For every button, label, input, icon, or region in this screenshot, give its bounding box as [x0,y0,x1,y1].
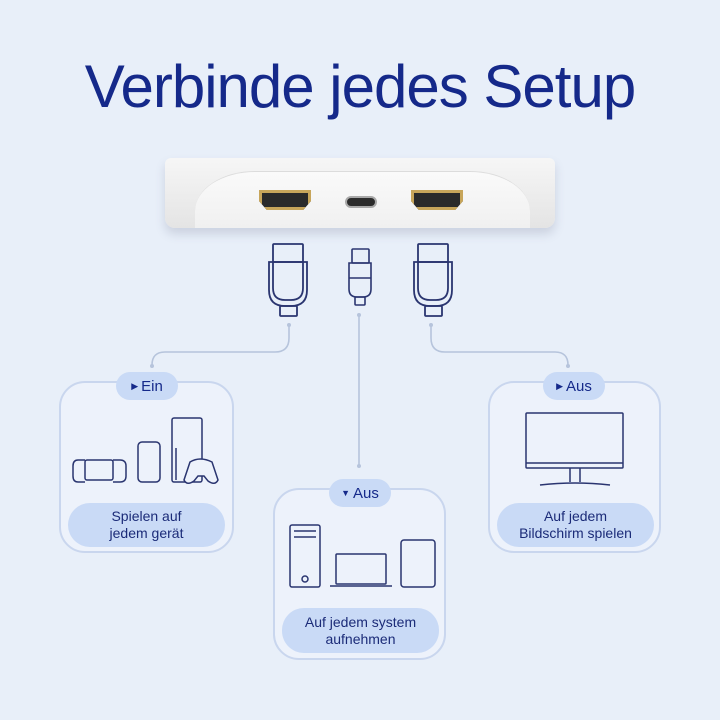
badge-label: Aus [353,484,379,502]
connector-line-in [151,325,290,366]
laptop-icon [330,553,392,587]
tablet-icon [400,539,436,588]
connector-line-out [430,325,569,366]
caption-line: aufnehmen [325,630,396,647]
record-badge: ▼ Aus [329,479,391,507]
smartphone-icon [137,441,161,483]
hdmi-in-port [259,190,311,210]
monitor-icon [525,412,624,486]
hdmi-cable-icon [268,243,308,317]
handheld-console-icon [72,459,127,483]
triangle-right-icon: ▶ [556,380,564,391]
caption-line: jedem gerät [109,525,184,541]
caption-line: Bildschirm spielen [519,525,632,541]
badge-label: Aus [566,377,592,395]
page-title: Verbinde jedes Setup [84,53,636,120]
pc-tower-icon [289,524,321,588]
hdmi-out-port [411,190,463,210]
caption-line: Auf jedem system [304,613,417,630]
triangle-right-icon: ▶ [131,380,139,391]
triangle-down-icon: ▼ [341,488,351,498]
hdmi-cable-icon [413,243,453,317]
input-badge: ▶ Ein [116,372,178,400]
caption-line: Auf jedem [543,508,608,524]
capture-device [165,158,555,228]
gamepad-icon [183,458,219,484]
usb-c-cable-icon [348,248,372,306]
output-badge: ▶ Aus [543,372,605,400]
badge-label: Ein [141,377,163,395]
usb-c-port [345,196,377,208]
caption-line: Spielen auf [111,508,182,524]
